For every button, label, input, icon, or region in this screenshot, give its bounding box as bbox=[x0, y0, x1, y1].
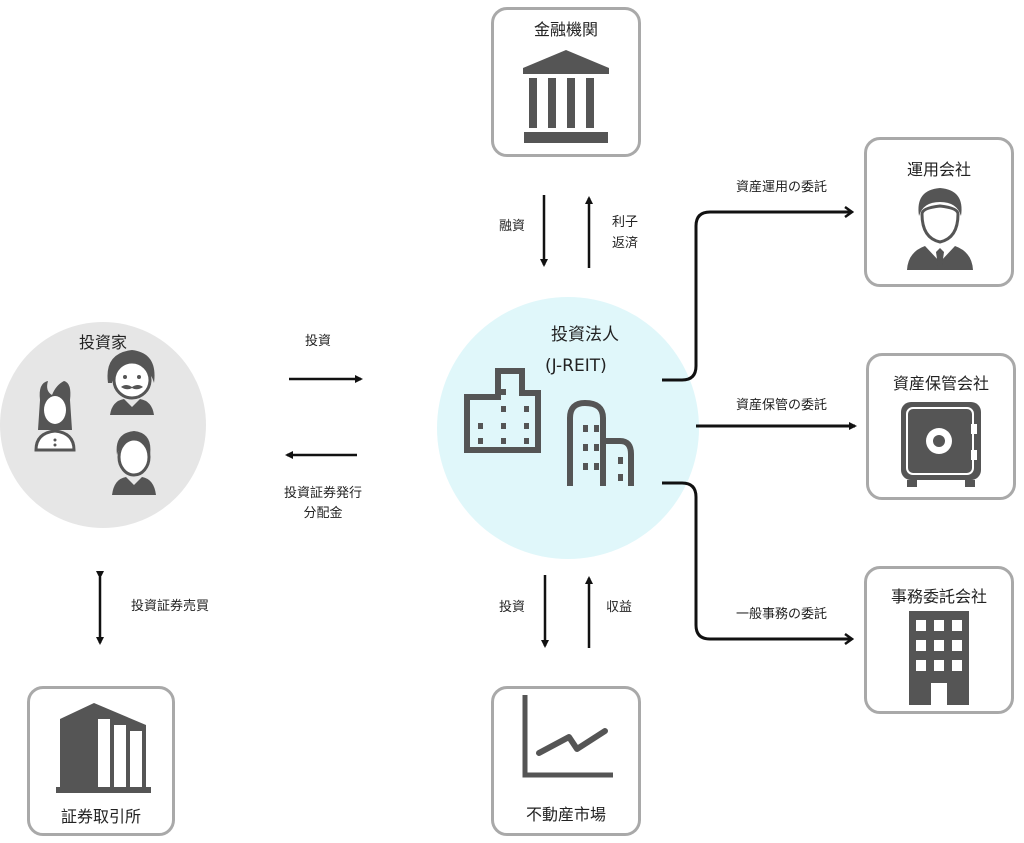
securities-label-2: 分配金 bbox=[303, 506, 343, 521]
asset-custody-label: 資産保管の委託 bbox=[736, 398, 828, 413]
trading-label: 投資証券売買 bbox=[131, 599, 210, 614]
admin-agent-node: 事務委託会社 bbox=[864, 566, 1014, 714]
returns-label: 収益 bbox=[606, 600, 633, 615]
real-estate-market-node: 不動産市場 bbox=[491, 686, 641, 836]
stock-exchange-title: 証券取引所 bbox=[60, 807, 141, 826]
interest-label-2: 返済 bbox=[612, 236, 639, 251]
people-icon bbox=[34, 350, 156, 495]
market-invest-label: 投資 bbox=[499, 600, 526, 615]
bank-title: 金融機関 bbox=[533, 20, 598, 39]
businessman-icon bbox=[907, 188, 973, 270]
real-estate-market-title: 不動産市場 bbox=[525, 805, 606, 824]
custodian-node: 資産保管会社 bbox=[866, 353, 1016, 500]
invest-label: 投資 bbox=[305, 334, 332, 349]
stock-exchange-node: 証券取引所 bbox=[27, 686, 175, 836]
bank-node: 金融機関 bbox=[491, 7, 641, 157]
exchange-building-icon bbox=[56, 703, 151, 793]
asset-manager-title: 運用会社 bbox=[906, 160, 971, 179]
investor-title: 投資家 bbox=[78, 333, 127, 352]
buildings-icon bbox=[464, 368, 634, 486]
safe-icon bbox=[901, 402, 981, 487]
loan-label: 融資 bbox=[499, 219, 526, 234]
interest-label-1: 利子 bbox=[612, 215, 639, 230]
bank-icon bbox=[523, 50, 609, 143]
admin-agent-title: 事務委託会社 bbox=[890, 587, 987, 606]
asset-management-label: 資産運用の委託 bbox=[736, 180, 828, 195]
asset-management-arrow bbox=[662, 212, 852, 382]
reit-title-1: 投資法人 bbox=[551, 325, 619, 345]
line-chart-icon bbox=[522, 695, 613, 778]
investor-circle bbox=[0, 322, 206, 528]
securities-label-1: 投資証券発行 bbox=[283, 486, 362, 501]
custodian-title: 資産保管会社 bbox=[892, 374, 989, 393]
office-building-icon bbox=[909, 611, 969, 705]
admin-work-arrow bbox=[662, 481, 852, 639]
admin-work-label: 一般事務の委託 bbox=[736, 607, 828, 622]
reit-title-2: (J-REIT) bbox=[545, 356, 607, 376]
asset-manager-node: 運用会社 bbox=[864, 137, 1014, 287]
